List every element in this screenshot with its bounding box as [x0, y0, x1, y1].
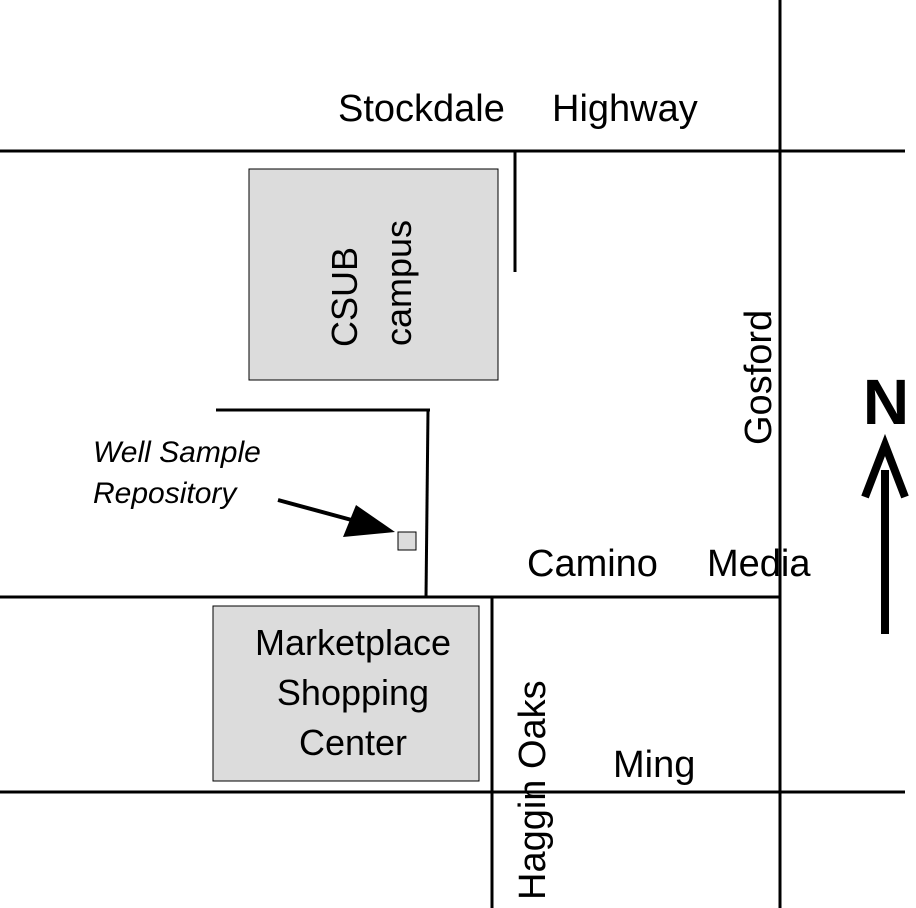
gosford-label: Gosford — [738, 310, 780, 445]
well-sample-repository-marker — [397, 531, 417, 551]
shopping-label: Shopping — [277, 672, 429, 713]
camino-label: Camino — [527, 543, 658, 585]
north-arrow-icon — [861, 433, 909, 634]
marketplace-block — [212, 605, 480, 782]
north-label: N — [863, 366, 909, 438]
center-label: Center — [299, 722, 407, 763]
highway-label: Highway — [552, 88, 698, 130]
marketplace-label: Marketplace — [255, 622, 451, 663]
repository-arrow-head — [343, 505, 395, 537]
haggin-oaks-label: Haggin Oaks — [512, 680, 554, 900]
campus-label: campus — [378, 220, 419, 346]
repository-label-line2: Repository — [93, 477, 238, 510]
csub-campus-block — [248, 168, 499, 381]
stockdale-label: Stockdale — [338, 88, 505, 130]
csub-label: CSUB — [324, 247, 365, 347]
repository-road-east — [424, 409, 430, 599]
media-label: Media — [707, 543, 811, 585]
repository-label-line1: Well Sample — [93, 436, 261, 469]
ming-label: Ming — [613, 744, 695, 786]
